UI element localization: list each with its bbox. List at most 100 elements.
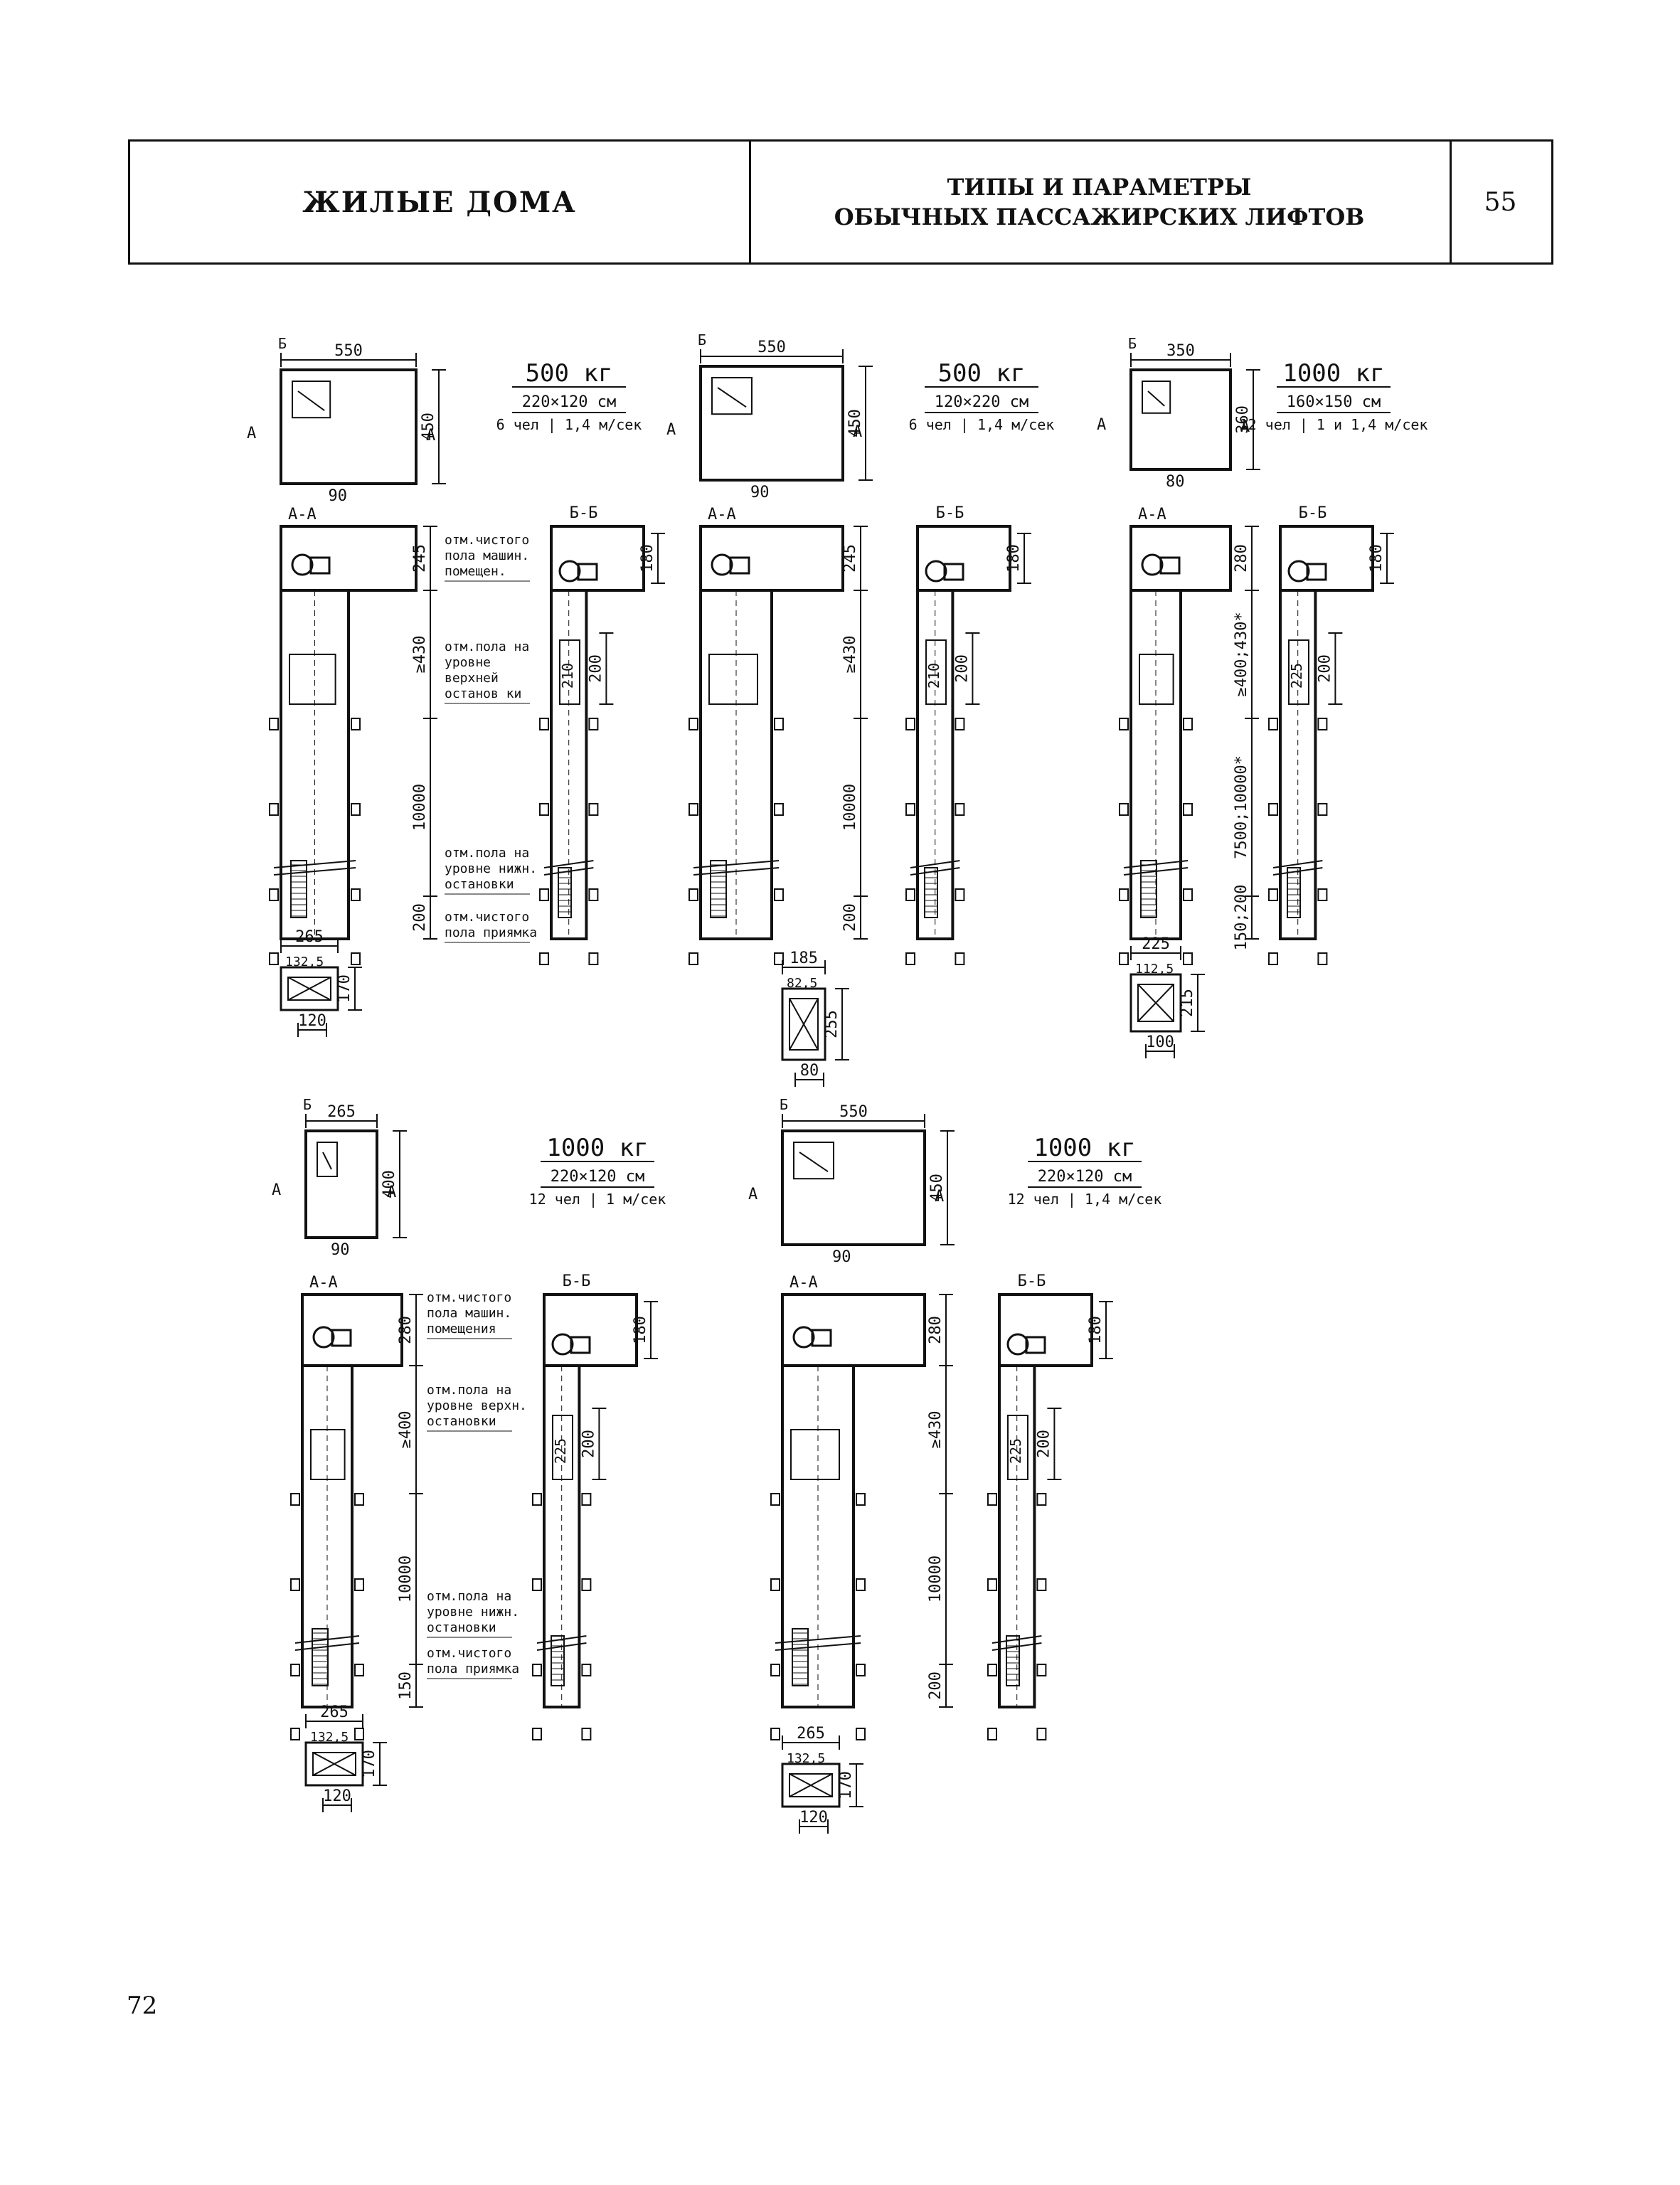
page-number: 72 xyxy=(127,1992,158,2020)
lift1-aa-mr-dim: 245 xyxy=(411,544,429,573)
lift2-aa-floor-left xyxy=(689,803,698,816)
lift5-car-width: 265 xyxy=(797,1725,825,1743)
lift1-note-0: пола машин. xyxy=(445,548,529,563)
lift2-bb-door: 210 xyxy=(925,663,942,689)
lift2-aa-label: А-А xyxy=(708,506,736,523)
lift1-bb-floor-left xyxy=(539,803,549,816)
lift1-note-0: помещен. xyxy=(445,564,506,579)
lift1-bb-floor-left xyxy=(539,952,549,965)
lift1-bb-mr xyxy=(550,525,645,592)
lift4-plan xyxy=(304,1129,378,1239)
lift4-aa-car xyxy=(310,1429,346,1480)
lift1-aa-floor-left xyxy=(269,718,279,730)
lift2-aa-floor-left xyxy=(689,888,698,901)
lift5-plan-width: 550 xyxy=(839,1103,868,1121)
lift2-plan-depth: 450 xyxy=(846,409,864,437)
lift4-aa-floor-right xyxy=(354,1578,364,1591)
lift5-bb-break xyxy=(991,1642,1042,1651)
lift3-aa-motor xyxy=(1159,556,1181,575)
lift2-bb-floor-right xyxy=(955,803,965,816)
lift1-aa-break xyxy=(273,860,356,868)
lift2-bb-floor-right xyxy=(955,718,965,730)
lift3-car-inner xyxy=(1137,984,1174,1022)
lift4-car-depth: 170 xyxy=(361,1750,378,1778)
lift2-car-x2 xyxy=(789,998,819,1051)
lift4-bb-door: 225 xyxy=(552,1438,569,1464)
lift5-aa-floor-right xyxy=(856,1728,866,1740)
lift1-aa-car xyxy=(289,654,336,705)
lift5-bb-break xyxy=(991,1635,1042,1644)
lift4-bb-floor-left xyxy=(532,1493,542,1506)
lift1-capacity: 500 кг xyxy=(526,359,613,388)
lift3-bb-floor-right xyxy=(1317,718,1328,730)
lift5-bb-floor-right xyxy=(1036,1664,1047,1676)
lift4-bb-floor-right xyxy=(581,1493,592,1506)
lift2-capacity: 500 кг xyxy=(938,359,1026,388)
lift1-bb-door2: 200 xyxy=(587,654,605,683)
lift5-bb-floor-right xyxy=(1036,1493,1047,1506)
lift4-bb-floor-right xyxy=(581,1664,592,1676)
lift1-plan-depth: 450 xyxy=(420,413,437,441)
lift4-aa-floor-left xyxy=(290,1728,300,1740)
lift5-mark-a-left: А xyxy=(748,1186,757,1203)
lift1-bb-floor-right xyxy=(588,718,599,730)
lift4-plan-cross xyxy=(322,1152,332,1170)
lift2-bb-floor-left xyxy=(905,718,915,730)
lift3-mark-a-left: А xyxy=(1097,416,1106,434)
lift3-bb-label: Б-Б xyxy=(1299,504,1327,522)
lift3-bb-car xyxy=(1288,639,1309,705)
lift1-note-3: пола приямка xyxy=(445,925,537,940)
lift1-note-1: верхней xyxy=(445,671,499,686)
lift5-bb-floor-left xyxy=(987,1493,997,1506)
lift1-aa-floor-left xyxy=(269,952,279,965)
lift5-bb-car xyxy=(1007,1415,1028,1480)
lift4-aa-floor-left xyxy=(290,1578,300,1591)
lift1-aa-motor xyxy=(309,556,331,575)
lift5-aa-pit-dim: 200 xyxy=(927,1671,945,1700)
lift3-bb-floor-left xyxy=(1268,952,1278,965)
lift4-note-2: уровне нижн. xyxy=(427,1605,519,1620)
lift1-plan-cross xyxy=(297,390,325,412)
lift4-note-0: пола машин. xyxy=(427,1306,511,1321)
lift2-spec: 6 чел | 1,4 м/сек xyxy=(909,416,1055,433)
lift3-aa-floor-left xyxy=(1119,888,1129,901)
lift4-aa-mr-dim: 280 xyxy=(397,1316,415,1344)
lift5-capacity: 1000 кг xyxy=(1033,1134,1135,1162)
lift1-note-3: отм.чистого xyxy=(445,910,529,925)
lift4-bb-motor xyxy=(570,1336,591,1354)
lift4-capacity: 1000 кг xyxy=(546,1134,648,1162)
section-title: ЖИЛЫЕ ДОМА xyxy=(130,142,751,262)
lift3-aa-floor-right xyxy=(1183,888,1193,901)
lift4-plan-width: 265 xyxy=(327,1103,356,1121)
lift2-bb-floor-left xyxy=(905,888,915,901)
lift3-car-half: 112,5 xyxy=(1135,962,1174,977)
lift4-car-half: 132,5 xyxy=(310,1730,349,1745)
lift1-mark-a-right: А xyxy=(426,427,435,445)
lift2-bb-top: 180 xyxy=(1005,544,1023,573)
lift3-mark-b: Б xyxy=(1128,335,1137,352)
lift1-bb-floor-left xyxy=(539,718,549,730)
lift5-bb-ladder xyxy=(1006,1635,1020,1686)
lift4-spec: 12 чел | 1 м/сек xyxy=(529,1191,666,1208)
lift5-aa-floor-left xyxy=(770,1664,780,1676)
lift5-bb-floor-left xyxy=(987,1578,997,1591)
lift2-bb-break xyxy=(910,860,960,868)
lift3-bb-top: 180 xyxy=(1368,544,1386,573)
lift4-bb-mr xyxy=(543,1293,638,1367)
lift1-plan-offset: 90 xyxy=(329,487,348,505)
lift5-bb-mr xyxy=(998,1293,1093,1367)
lift2-aa-floor-right xyxy=(774,803,784,816)
lift2-plan xyxy=(699,365,844,482)
lift4-aa-floor-left xyxy=(290,1664,300,1676)
lift4-aa-label: А-А xyxy=(309,1274,338,1292)
lift5-bb-label: Б-Б xyxy=(1018,1272,1046,1290)
lift3-aa-floor-left xyxy=(1119,803,1129,816)
lift5-spec: 12 чел | 1,4 м/сек xyxy=(1008,1191,1162,1208)
lift2-aa-floor-right xyxy=(774,718,784,730)
lift3-bb-winch xyxy=(1287,560,1310,583)
lift4-aa-floor-right xyxy=(354,1664,364,1676)
lift2-bb-car xyxy=(925,639,947,705)
lift1-aa-floor-right xyxy=(351,952,361,965)
lift3-bb-door2: 200 xyxy=(1316,654,1334,683)
lift2-car-door: 80 xyxy=(800,1062,819,1080)
